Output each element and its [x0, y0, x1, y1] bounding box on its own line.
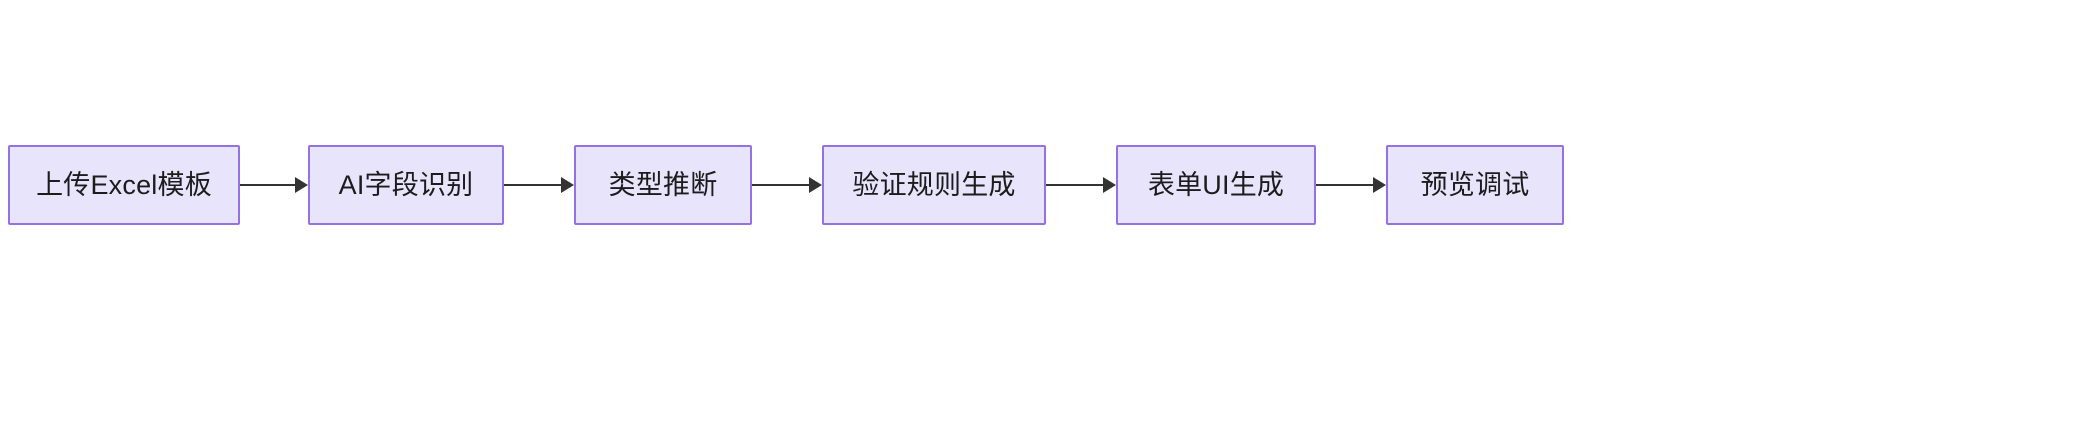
flow-edge-step-4-to-step-5 — [1046, 145, 1116, 225]
edge-line — [240, 184, 296, 186]
edge-line — [504, 184, 562, 186]
flow-node-step-5[interactable]: 表单UI生成 — [1116, 145, 1316, 225]
flow-node-label: AI字段识别 — [338, 169, 474, 200]
edge-line — [1046, 184, 1104, 186]
flow-node-label: 表单UI生成 — [1147, 169, 1285, 200]
arrow-right-icon — [809, 177, 822, 193]
edge-line — [752, 184, 810, 186]
flow-node-step-3[interactable]: 类型推断 — [574, 145, 752, 225]
flow-edge-step-1-to-step-2 — [240, 145, 308, 225]
flow-node-label: 上传Excel模板 — [36, 169, 212, 200]
flow-node-label: 类型推断 — [608, 169, 718, 200]
arrow-right-icon — [295, 177, 308, 193]
flow-node-step-6[interactable]: 预览调试 — [1386, 145, 1564, 225]
flow-edge-step-3-to-step-4 — [752, 145, 822, 225]
edge-line — [1316, 184, 1374, 186]
flow-edge-step-2-to-step-3 — [504, 145, 574, 225]
flow-edge-step-5-to-step-6 — [1316, 145, 1386, 225]
flow-node-step-1[interactable]: 上传Excel模板 — [8, 145, 240, 225]
flow-node-label: 预览调试 — [1420, 169, 1530, 200]
arrow-right-icon — [561, 177, 574, 193]
arrow-right-icon — [1103, 177, 1116, 193]
flow-node-label: 验证规则生成 — [852, 169, 1016, 200]
flow-node-step-4[interactable]: 验证规则生成 — [822, 145, 1046, 225]
flow-node-step-2[interactable]: AI字段识别 — [308, 145, 504, 225]
flowchart-node-row: 上传Excel模板 AI字段识别 类型推断 验证规则生成 表单U — [0, 145, 1564, 225]
arrow-right-icon — [1373, 177, 1386, 193]
